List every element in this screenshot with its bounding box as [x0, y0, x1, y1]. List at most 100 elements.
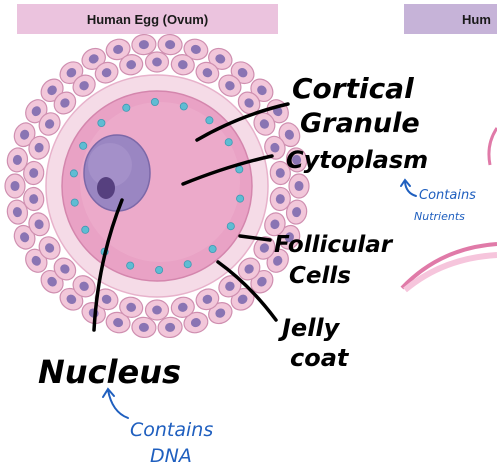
follicular-cell-nucleus	[202, 68, 213, 78]
label-cells: Cells	[289, 263, 351, 289]
follicular-cell-nucleus	[237, 67, 248, 78]
follicular-cell	[23, 186, 45, 212]
label-coat: coat	[290, 344, 350, 372]
label-jelly: Jelly	[278, 314, 341, 342]
follicular-cell-nucleus	[294, 180, 304, 192]
follicular-cell-nucleus	[215, 54, 226, 64]
follicular-cell-nucleus	[165, 40, 176, 50]
nucleolus	[97, 177, 115, 199]
follicular-cell	[170, 54, 195, 76]
cortical-pointer	[195, 102, 290, 142]
cortical-granule	[179, 102, 188, 111]
label-granule: Granule	[300, 108, 420, 139]
follicular-cell	[264, 212, 286, 237]
follicular-cell	[237, 91, 261, 115]
follicular-cell	[105, 38, 131, 61]
cortical-granule	[69, 169, 78, 178]
label-cytoplasm-note-1: Contains	[419, 188, 476, 203]
follicular-cell-nucleus	[273, 255, 283, 266]
nucleus-note-arrowhead	[102, 387, 115, 398]
cortical-granule	[183, 260, 192, 269]
label-cortical: Cortical	[292, 72, 414, 105]
follicular-cell-nucleus	[47, 276, 57, 287]
label-cytoplasm: Cytoplasm	[286, 146, 428, 174]
follicular-cell-nucleus	[259, 119, 269, 129]
cortical-granule	[208, 244, 217, 253]
follicular-cell	[288, 173, 310, 199]
follicular-cell-nucleus	[20, 232, 30, 243]
follicular-cell-nucleus	[79, 281, 89, 291]
follicular-cell	[4, 173, 26, 199]
follicular-cell-nucleus	[275, 168, 285, 178]
cortical-granule	[236, 194, 245, 203]
follicular-cell-nucleus	[165, 322, 176, 332]
cytoplasm-note-arrowhead	[400, 178, 411, 187]
follicular-cell-nucleus	[257, 85, 267, 96]
follicular-cell	[28, 212, 50, 237]
follicular-cell-nucleus	[152, 57, 162, 67]
follicular-cell	[266, 248, 289, 273]
follicular-cell-nucleus	[88, 54, 99, 64]
label-nucleus-note-1: Contains	[130, 419, 213, 441]
follicular-cell-nucleus	[284, 232, 294, 243]
follicular-cell-nucleus	[225, 281, 235, 291]
follicular-cell-nucleus	[113, 318, 124, 328]
follicular-cell	[195, 288, 220, 311]
follicular-cell-nucleus	[20, 129, 30, 140]
follicular-cell	[6, 199, 29, 225]
follicular-cell-nucleus	[244, 98, 254, 108]
panel-title-right: Hum	[404, 4, 497, 34]
follicular-cell	[183, 311, 209, 334]
follicular-cell-nucleus	[66, 67, 77, 78]
follicular-cell	[25, 248, 48, 273]
follicular-cell-nucleus	[270, 142, 280, 153]
follicular-cell-nucleus	[284, 129, 294, 140]
follicular-cell-nucleus	[29, 168, 39, 178]
follicular-cell	[119, 296, 144, 318]
cortical-granule	[79, 141, 88, 150]
follicular-cell-nucleus	[138, 40, 149, 50]
follicular-cell-nucleus	[225, 81, 235, 91]
cortical-granule	[235, 165, 244, 174]
follicular-cell	[13, 224, 36, 250]
follicular-cell-nucleus	[177, 60, 188, 70]
follicular-cell	[105, 311, 131, 334]
follicular-cell	[38, 112, 61, 136]
follicular-cell-nucleus	[138, 322, 149, 332]
pointer-lines	[92, 102, 290, 332]
cortical-granule	[126, 261, 135, 270]
cortical-granule	[97, 119, 106, 128]
follicular-cell	[53, 91, 77, 115]
nucleus-highlight	[88, 143, 132, 187]
follicular-cell-nucleus	[275, 194, 285, 204]
follicular-cell-nucleus	[101, 294, 112, 304]
follicular-cell-nucleus	[126, 60, 137, 70]
follicular-cell-nucleus	[215, 308, 226, 318]
follicular-cell	[72, 74, 96, 97]
follicular-cell	[94, 61, 119, 84]
follicular-cell-nucleus	[259, 243, 269, 253]
follicular-cell	[119, 54, 144, 76]
follicular-cells-ring	[4, 33, 310, 339]
follicular-cell-nucleus	[45, 119, 55, 129]
cytoplasm-pointer	[181, 154, 274, 186]
follicular-pointer	[238, 234, 272, 242]
nucleus-note-arrow	[107, 389, 129, 419]
follicular-cell-nucleus	[113, 44, 124, 54]
follicular-cell-nucleus	[66, 294, 77, 305]
follicular-cell-nucleus	[270, 219, 280, 230]
follicular-cell-nucleus	[60, 264, 70, 274]
label-nucleus: Nucleus	[38, 353, 181, 391]
label-follicular: Follicular	[274, 232, 394, 258]
cortical-granule	[81, 225, 90, 234]
follicular-cell-nucleus	[60, 98, 70, 108]
follicular-cell-nucleus	[190, 44, 201, 54]
follicular-cell-nucleus	[126, 302, 137, 312]
follicular-cell-nucleus	[202, 294, 213, 304]
follicular-cell-nucleus	[12, 207, 22, 218]
follicular-cell	[144, 51, 170, 73]
follicular-cell	[144, 299, 170, 321]
follicular-cell	[38, 236, 61, 260]
follicular-cell-nucleus	[177, 302, 188, 312]
